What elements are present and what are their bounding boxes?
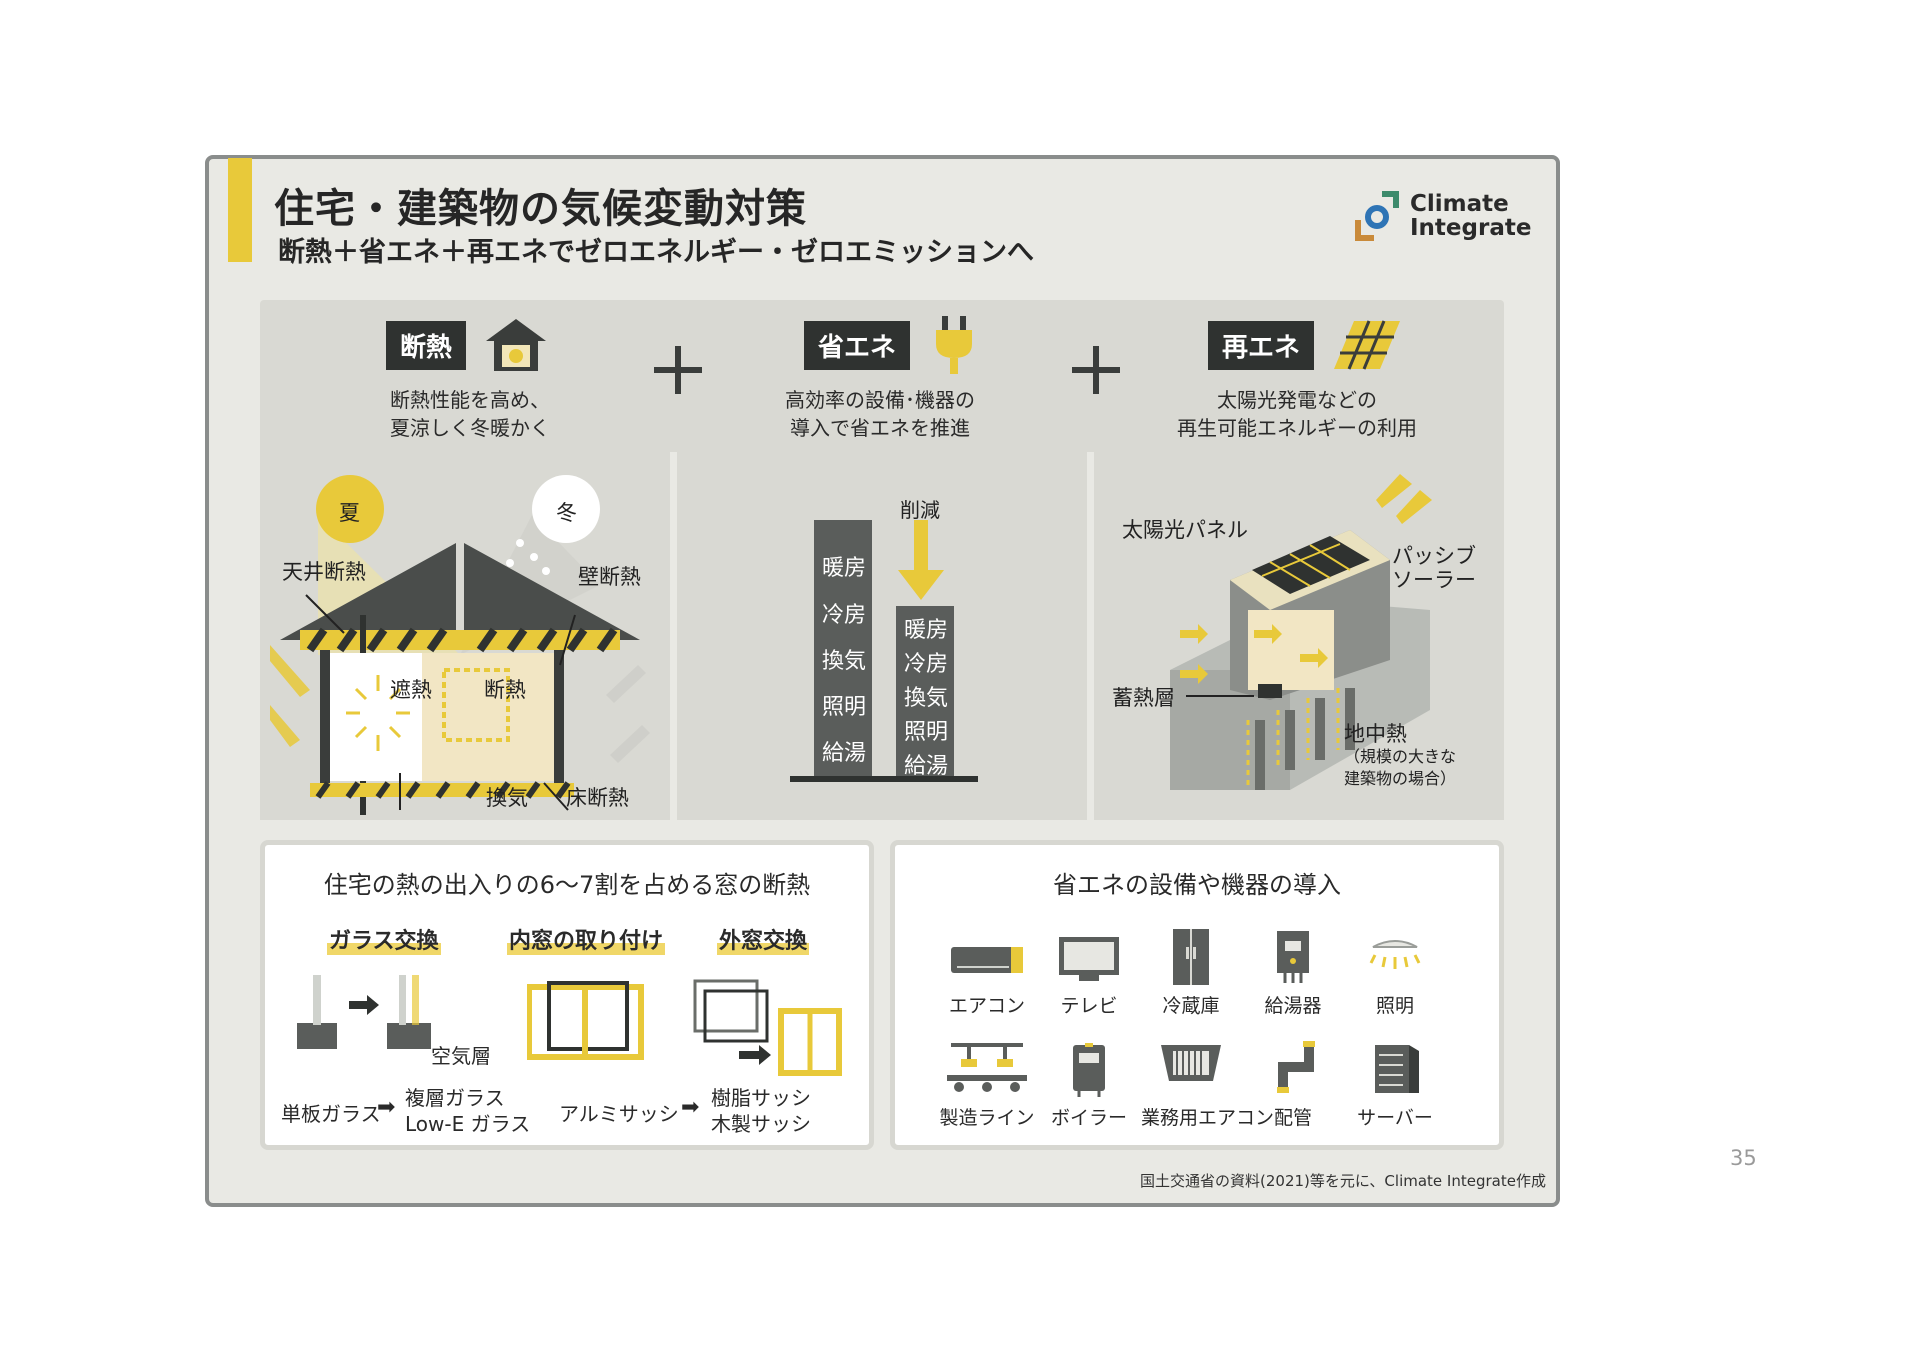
before-heating: 暖房	[822, 556, 867, 581]
geothermal-label: 地中熱	[1344, 722, 1407, 746]
energy-saving-heading: 省エネ	[804, 316, 976, 374]
logo-mark-icon	[1355, 191, 1399, 241]
plus-icon	[654, 346, 702, 394]
air-layer-label: 空気層	[431, 1044, 491, 1068]
appliance-refrigerator: 冷蔵庫	[1141, 929, 1241, 1018]
single-glass-label: 単板ガラス	[281, 1102, 381, 1126]
insulation-tag: 断熱	[386, 320, 467, 370]
method-glass-replacement: ガラス交換	[327, 923, 441, 955]
after-lighting: 照明	[904, 720, 949, 745]
outer-window-icon	[693, 979, 842, 1076]
insulation-label: 断熱	[484, 678, 526, 702]
shading-label: 遮熱	[390, 678, 432, 702]
appliance-server: サーバー	[1345, 1041, 1445, 1130]
after-cooling: 冷房	[904, 652, 949, 677]
inner-window-icon	[527, 981, 644, 1060]
appliance-air-conditioner: エアコン	[937, 929, 1037, 1018]
renewable-description: 太陽光発電などの 再生可能エネルギーの利用	[1177, 388, 1417, 440]
after-ventilation: 換気	[904, 686, 949, 711]
renewable-building-illustration	[1170, 474, 1432, 790]
energy-reduction-chart	[790, 520, 978, 782]
renewable-heading: 再エネ	[1208, 320, 1402, 370]
window-box-title: 住宅の熱の出入りの6～7割を占める窓の断熱	[323, 871, 811, 899]
appliance-production-line: 製造ライン	[937, 1041, 1037, 1130]
floor-insulation-label: 床断熱	[566, 786, 629, 810]
insulation-heading: 断熱	[386, 319, 548, 371]
before-lighting: 照明	[822, 695, 867, 720]
resin-sash-label: 樹脂サッシ	[711, 1086, 811, 1110]
server-icon	[1375, 1045, 1419, 1093]
piping-icon	[1277, 1041, 1315, 1093]
plus-icon	[1072, 346, 1120, 394]
appliances-box: 省エネの設備や機器の導入 エアコン テレビ 冷蔵庫 給湯器 照明 製造ライン ボ…	[890, 840, 1504, 1150]
window-insulation-box: 住宅の熱の出入りの6～7割を占める窓の断熱 ガラス交換 内窓の取り付け 外窓交換…	[260, 840, 874, 1150]
production-line-icon	[947, 1043, 1027, 1092]
double-glass-label: 複層ガラス	[405, 1086, 505, 1110]
arrow-icon: ➡	[377, 1095, 396, 1120]
solar-panel-icon	[1334, 320, 1401, 370]
after-heating: 暖房	[904, 618, 949, 643]
reduction-label: 削減	[900, 498, 940, 522]
solar-panel-label: 太陽光パネル	[1122, 518, 1248, 542]
glass-replacement-icon	[297, 975, 431, 1049]
ceiling-insulation-label: 天井断熱	[282, 560, 366, 584]
climate-integrate-logo: Climate Integrate	[1352, 190, 1532, 248]
appliances-box-title: 省エネの設備や機器の導入	[1053, 871, 1341, 899]
source-note: 国土交通省の資料(2021)等を元に、Climate Integrate作成	[1140, 1172, 1546, 1190]
water-heater-icon	[1277, 931, 1309, 983]
air-conditioner-icon	[951, 947, 1023, 973]
aluminum-sash-label: アルミサッシ	[559, 1102, 679, 1126]
arrow-icon: ➡	[681, 1095, 700, 1120]
winter-label: 冬	[556, 501, 577, 525]
light-icon	[1369, 940, 1421, 969]
appliance-tv: テレビ	[1039, 929, 1139, 1018]
plug-icon	[936, 316, 973, 374]
before-ventilation: 換気	[822, 649, 867, 674]
wood-sash-label: 木製サッシ	[711, 1112, 811, 1136]
page-subtitle: 断熱＋省エネ＋再エネでゼロエネルギー・ゼロエミッションへ	[278, 237, 1034, 268]
logo-line2: Integrate	[1410, 215, 1532, 241]
appliance-lighting: 照明	[1345, 929, 1445, 1018]
renewable-tag: 再エネ	[1208, 320, 1315, 370]
page-title: 住宅・建築物の気候変動対策	[274, 186, 807, 232]
wall-insulation-label: 壁断熱	[578, 565, 641, 589]
commercial-ac-icon	[1161, 1045, 1221, 1081]
summer-label: 夏	[339, 501, 360, 525]
appliance-water-heater: 給湯器	[1243, 929, 1343, 1018]
heat-storage-label: 蓄熱層	[1112, 686, 1175, 710]
appliance-commercial-ac: 業務用エアコン	[1141, 1041, 1274, 1130]
refrigerator-icon	[1173, 929, 1209, 985]
energy-saving-tag: 省エネ	[804, 320, 911, 370]
lowe-glass-label: Low-E ガラス	[405, 1112, 531, 1136]
page-number: 35	[1730, 1146, 1757, 1170]
geothermal-note: （規模の大きな 建築物の場合）	[1344, 747, 1457, 788]
method-inner-window: 内窓の取り付け	[507, 923, 666, 955]
tv-icon	[1059, 937, 1119, 981]
before-cooling: 冷房	[822, 603, 867, 628]
energy-saving-description: 高効率の設備･機器の 導入で省エネを推進	[785, 388, 975, 440]
appliance-boiler: ボイラー	[1039, 1041, 1139, 1130]
boiler-icon	[1073, 1043, 1105, 1097]
appliance-piping: 配管	[1243, 1041, 1343, 1130]
house-icon	[486, 319, 547, 371]
energy-saving-panel	[677, 452, 1087, 820]
logo-line1: Climate	[1410, 191, 1509, 217]
insulation-description: 断熱性能を高め、 夏涼しく冬暖かく	[390, 388, 550, 440]
after-hot-water: 給湯	[904, 754, 949, 779]
title-accent-bar	[228, 158, 252, 262]
ventilation-label: 換気	[486, 786, 528, 810]
method-outer-window: 外窓交換	[717, 923, 810, 955]
passive-solar-label: パッシブ ソーラー	[1392, 544, 1476, 592]
insulation-house-illustration	[270, 475, 650, 815]
before-hot-water: 給湯	[822, 741, 867, 766]
